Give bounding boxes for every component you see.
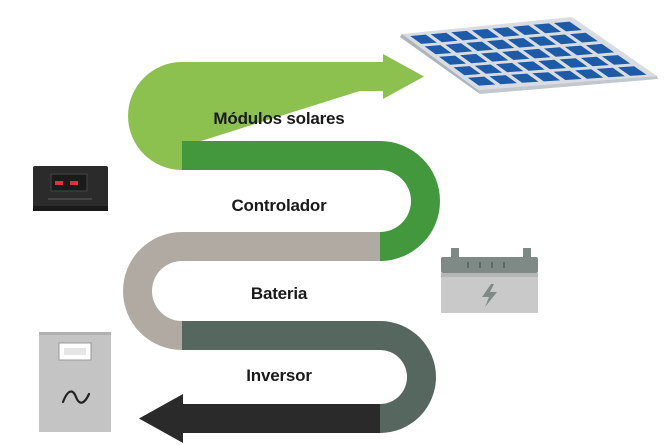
solar-cell bbox=[553, 21, 582, 32]
solar-cell bbox=[517, 61, 545, 71]
stage-label-inversor: Inversor bbox=[246, 366, 312, 385]
solar-cell bbox=[596, 67, 625, 78]
solar-cell bbox=[492, 27, 520, 37]
ribbon-segment-bateria bbox=[123, 232, 380, 350]
solar-cell bbox=[585, 43, 615, 54]
solar-cell bbox=[528, 36, 557, 46]
ribbon-output-arrowhead bbox=[139, 394, 183, 443]
solar-cell bbox=[512, 25, 541, 35]
solar-cell bbox=[424, 45, 452, 55]
solar-cell bbox=[460, 53, 488, 64]
ribbon-segment-controlador bbox=[182, 141, 440, 261]
solar-cell bbox=[486, 39, 515, 50]
solar-cell bbox=[533, 23, 562, 34]
stage-label-bateria: Bateria bbox=[251, 284, 308, 303]
solar-cell bbox=[445, 43, 473, 53]
solar-cell bbox=[580, 56, 609, 67]
solar-cell bbox=[474, 64, 503, 74]
ribbon-segment-modulos bbox=[150, 58, 418, 147]
solar-cell bbox=[569, 32, 598, 43]
solar-cell bbox=[451, 30, 479, 41]
solar-cell bbox=[510, 73, 539, 83]
solar-cell bbox=[466, 41, 494, 51]
solar-cell bbox=[553, 70, 582, 80]
solar-cell bbox=[601, 55, 631, 65]
stage-label-controlador: Controlador bbox=[231, 196, 327, 215]
ribbon-arrow-to-panel bbox=[383, 54, 424, 99]
inverter-icon bbox=[39, 332, 111, 432]
ribbon-segment-modulos-body bbox=[128, 62, 385, 170]
solar-cell bbox=[564, 45, 593, 56]
stage-label-modulos: Módulos solares bbox=[213, 109, 344, 128]
battery-icon bbox=[441, 248, 538, 313]
solar-cell bbox=[617, 66, 647, 76]
solar-cell bbox=[523, 48, 551, 59]
solar-cell bbox=[538, 59, 567, 70]
solar-cell bbox=[439, 55, 467, 65]
solar-cell bbox=[549, 34, 577, 45]
ribbon-output-shaft bbox=[180, 404, 380, 433]
charge-controller-icon bbox=[33, 166, 108, 211]
solar-cell bbox=[410, 34, 437, 44]
solar-cell bbox=[453, 66, 481, 76]
solar-cell bbox=[532, 72, 561, 82]
solar-cell bbox=[507, 38, 536, 48]
solar-cell bbox=[502, 50, 530, 60]
solar-cell bbox=[489, 75, 517, 85]
solar-cell bbox=[467, 76, 496, 86]
solar-cell bbox=[471, 29, 499, 39]
solar-cell bbox=[543, 47, 572, 57]
solar-cell bbox=[495, 62, 524, 73]
solar-cell bbox=[559, 58, 588, 68]
flow-ribbon bbox=[123, 54, 440, 443]
ribbon-segment-inversor bbox=[182, 321, 436, 433]
solar-cell bbox=[430, 32, 458, 43]
solar-cell bbox=[575, 69, 604, 79]
solar-panel-icon bbox=[400, 17, 658, 94]
solar-cell bbox=[481, 52, 509, 62]
